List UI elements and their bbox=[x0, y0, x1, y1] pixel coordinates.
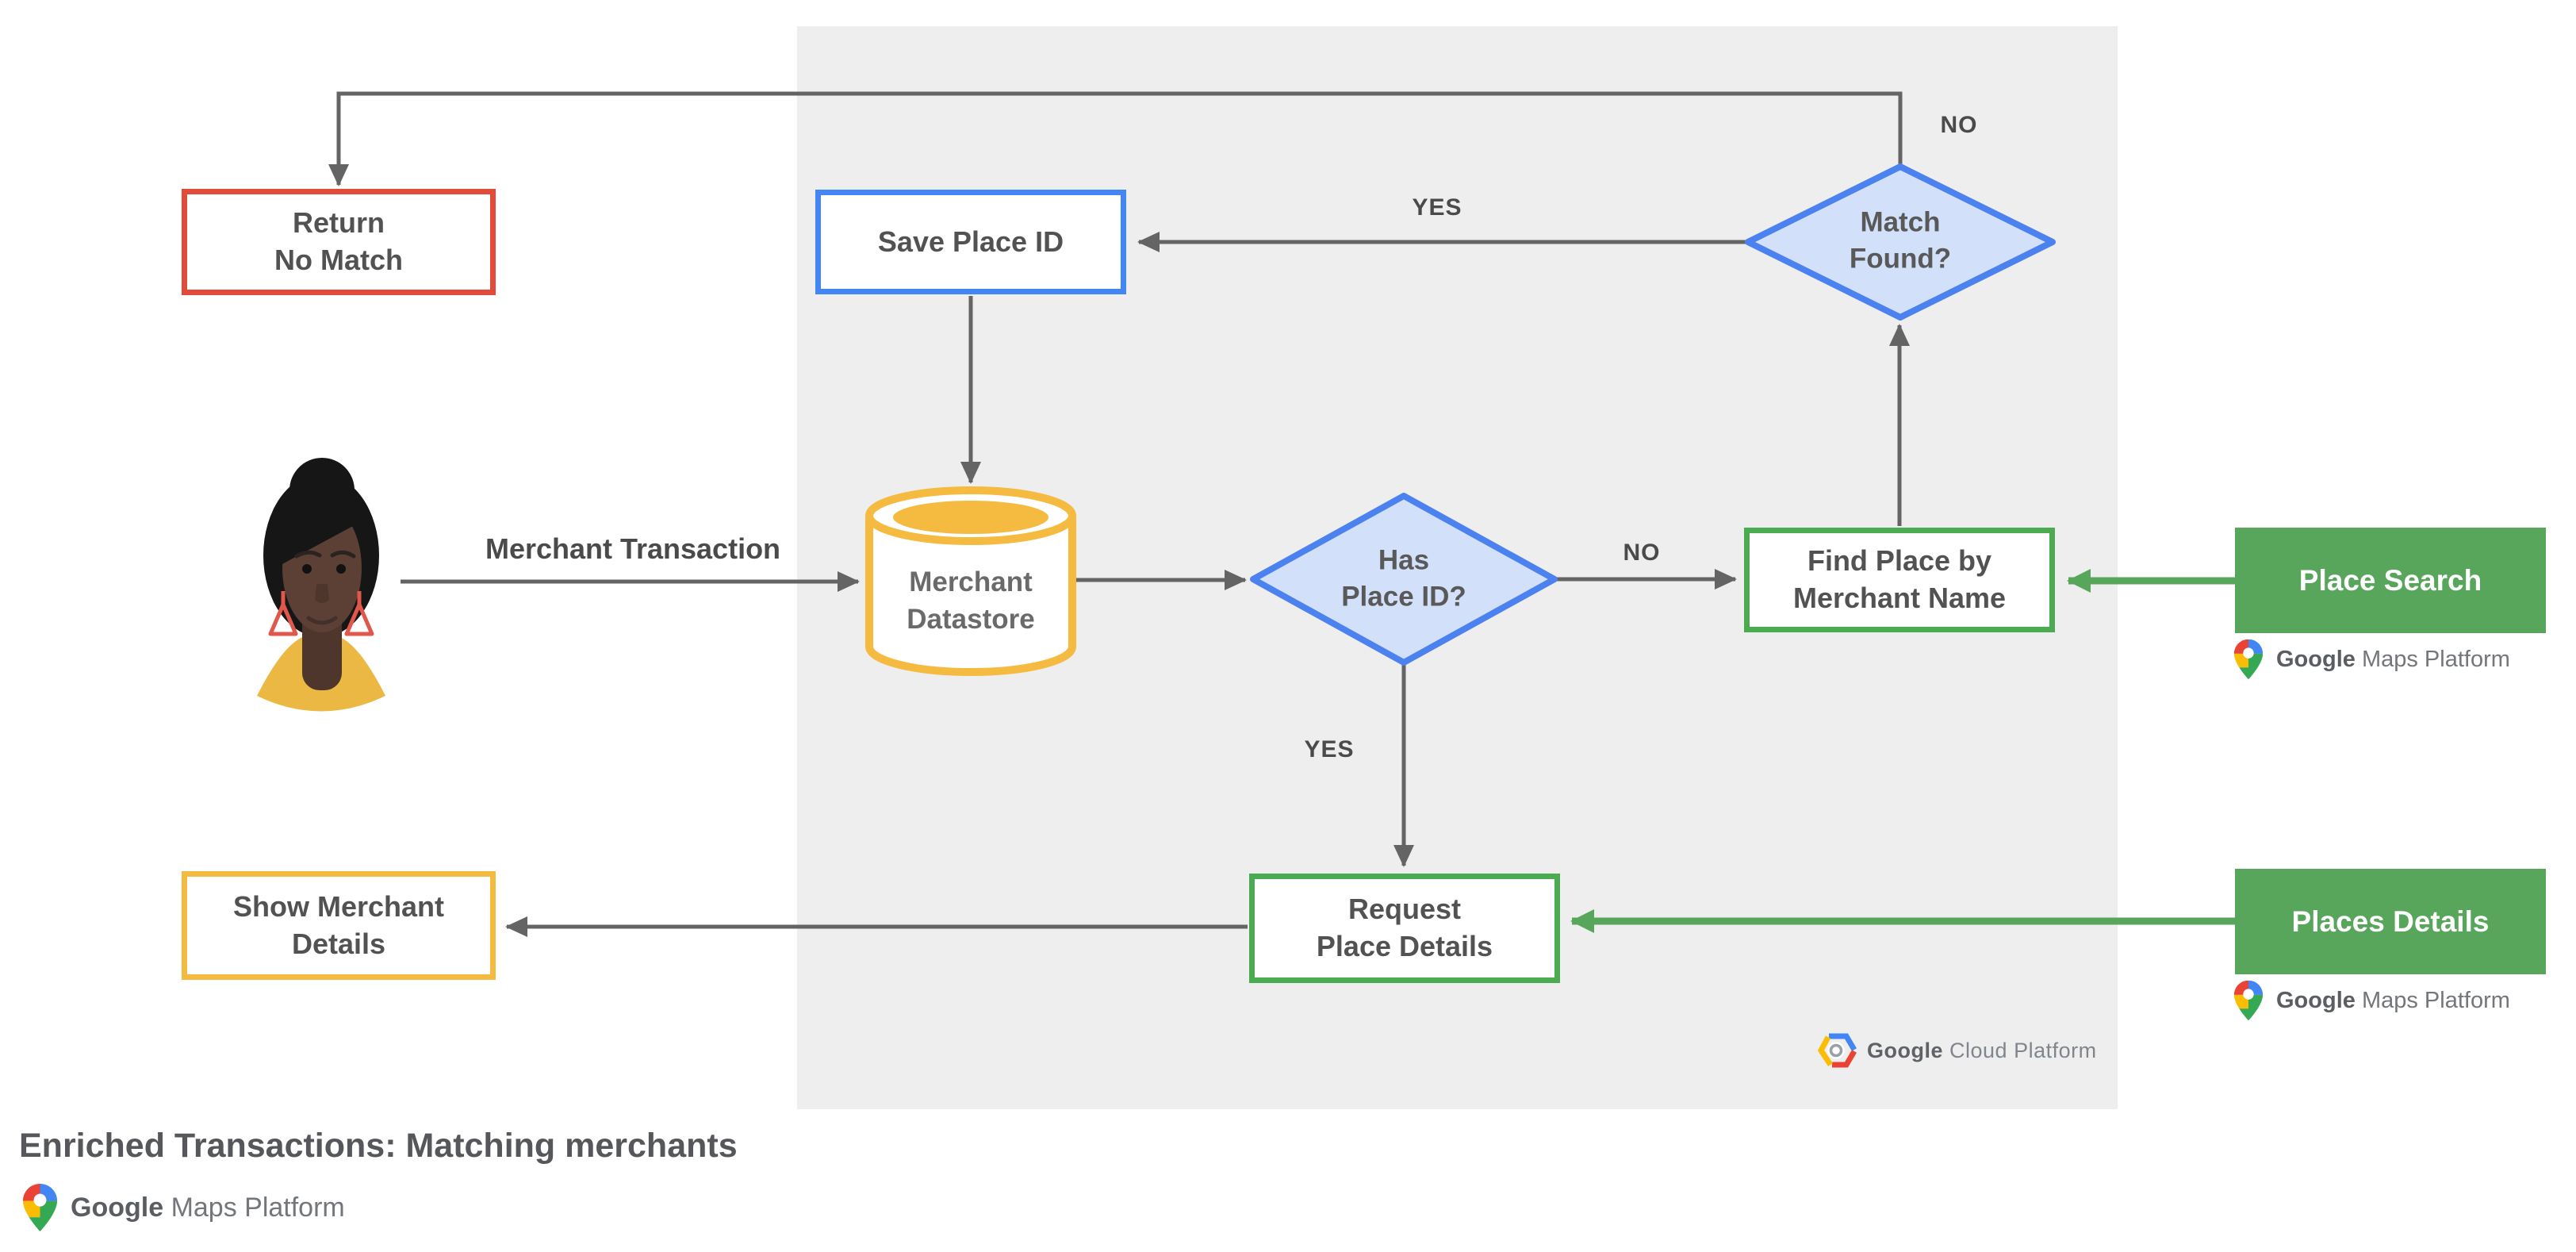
show-merchant-details-box: Show Merchant Details bbox=[182, 871, 496, 980]
google-maps-pin-icon bbox=[2233, 639, 2264, 680]
places-details-api-box: Places Details bbox=[2235, 869, 2546, 974]
google-maps-pin-icon bbox=[2233, 980, 2264, 1021]
save-place-id-label: Save Place ID bbox=[877, 225, 1064, 258]
return-no-match-box: Return No Match bbox=[182, 189, 496, 295]
google-maps-platform-logo-footer: Google Maps Platform bbox=[22, 1182, 345, 1233]
google-cloud-hexagon-icon bbox=[1818, 1033, 1857, 1068]
request-place-details-label-line1: Request bbox=[1347, 893, 1462, 926]
show-merchant-details-label-line2: Details bbox=[291, 927, 386, 960]
google-maps-platform-wordmark: Google Maps Platform bbox=[2276, 646, 2510, 672]
show-merchant-details-label-line1: Show Merchant bbox=[232, 889, 445, 923]
places-details-label: Places Details bbox=[2291, 904, 2490, 938]
merchant-datastore-label: Merchant Datastore bbox=[907, 566, 1035, 635]
match-found-yes-label: YES bbox=[1412, 194, 1462, 221]
google-maps-pin-icon bbox=[22, 1184, 58, 1231]
find-place-label-line1: Find Place by bbox=[1807, 544, 1992, 578]
match-found-diamond bbox=[1745, 163, 2056, 321]
match-found-diamond-label: Match Found? bbox=[1849, 206, 1952, 275]
merchant-datastore-cylinder bbox=[865, 486, 1076, 676]
save-place-id-box: Save Place ID bbox=[815, 190, 1126, 294]
request-place-details-label-line2: Place Details bbox=[1316, 930, 1493, 962]
match-found-no-label: NO bbox=[1940, 112, 1978, 138]
has-place-id-no-label: NO bbox=[1623, 540, 1661, 566]
google-cloud-platform-wordmark: Google Cloud Platform bbox=[1867, 1038, 2097, 1062]
diagram-title: Enriched Transactions: Matching merchant… bbox=[19, 1127, 738, 1165]
google-maps-platform-logo-place-search: Google Maps Platform bbox=[2233, 637, 2510, 682]
google-maps-platform-wordmark: Google Maps Platform bbox=[71, 1192, 345, 1223]
has-place-id-diamond bbox=[1250, 493, 1558, 666]
find-place-label-line2: Merchant Name bbox=[1792, 582, 2007, 614]
has-place-id-yes-label: YES bbox=[1304, 736, 1355, 762]
google-maps-platform-logo-places-details: Google Maps Platform bbox=[2233, 978, 2510, 1023]
person-avatar bbox=[257, 458, 385, 712]
find-place-box: Find Place by Merchant Name bbox=[1744, 528, 2055, 632]
merchant-transaction-label: Merchant Transaction bbox=[485, 532, 781, 565]
arrow-match-no-to-return bbox=[328, 91, 1903, 186]
google-cloud-platform-logo: Google Cloud Platform bbox=[1818, 1033, 2097, 1068]
request-place-details-box: Request Place Details bbox=[1249, 874, 1560, 983]
google-maps-platform-wordmark: Google Maps Platform bbox=[2276, 987, 2510, 1013]
return-no-match-label-line2: No Match bbox=[274, 244, 403, 276]
has-place-id-diamond-label: Has Place ID? bbox=[1341, 544, 1466, 613]
return-no-match-label-line1: Return bbox=[293, 206, 385, 240]
place-search-api-box: Place Search bbox=[2235, 528, 2546, 633]
place-search-label: Place Search bbox=[2298, 563, 2482, 597]
